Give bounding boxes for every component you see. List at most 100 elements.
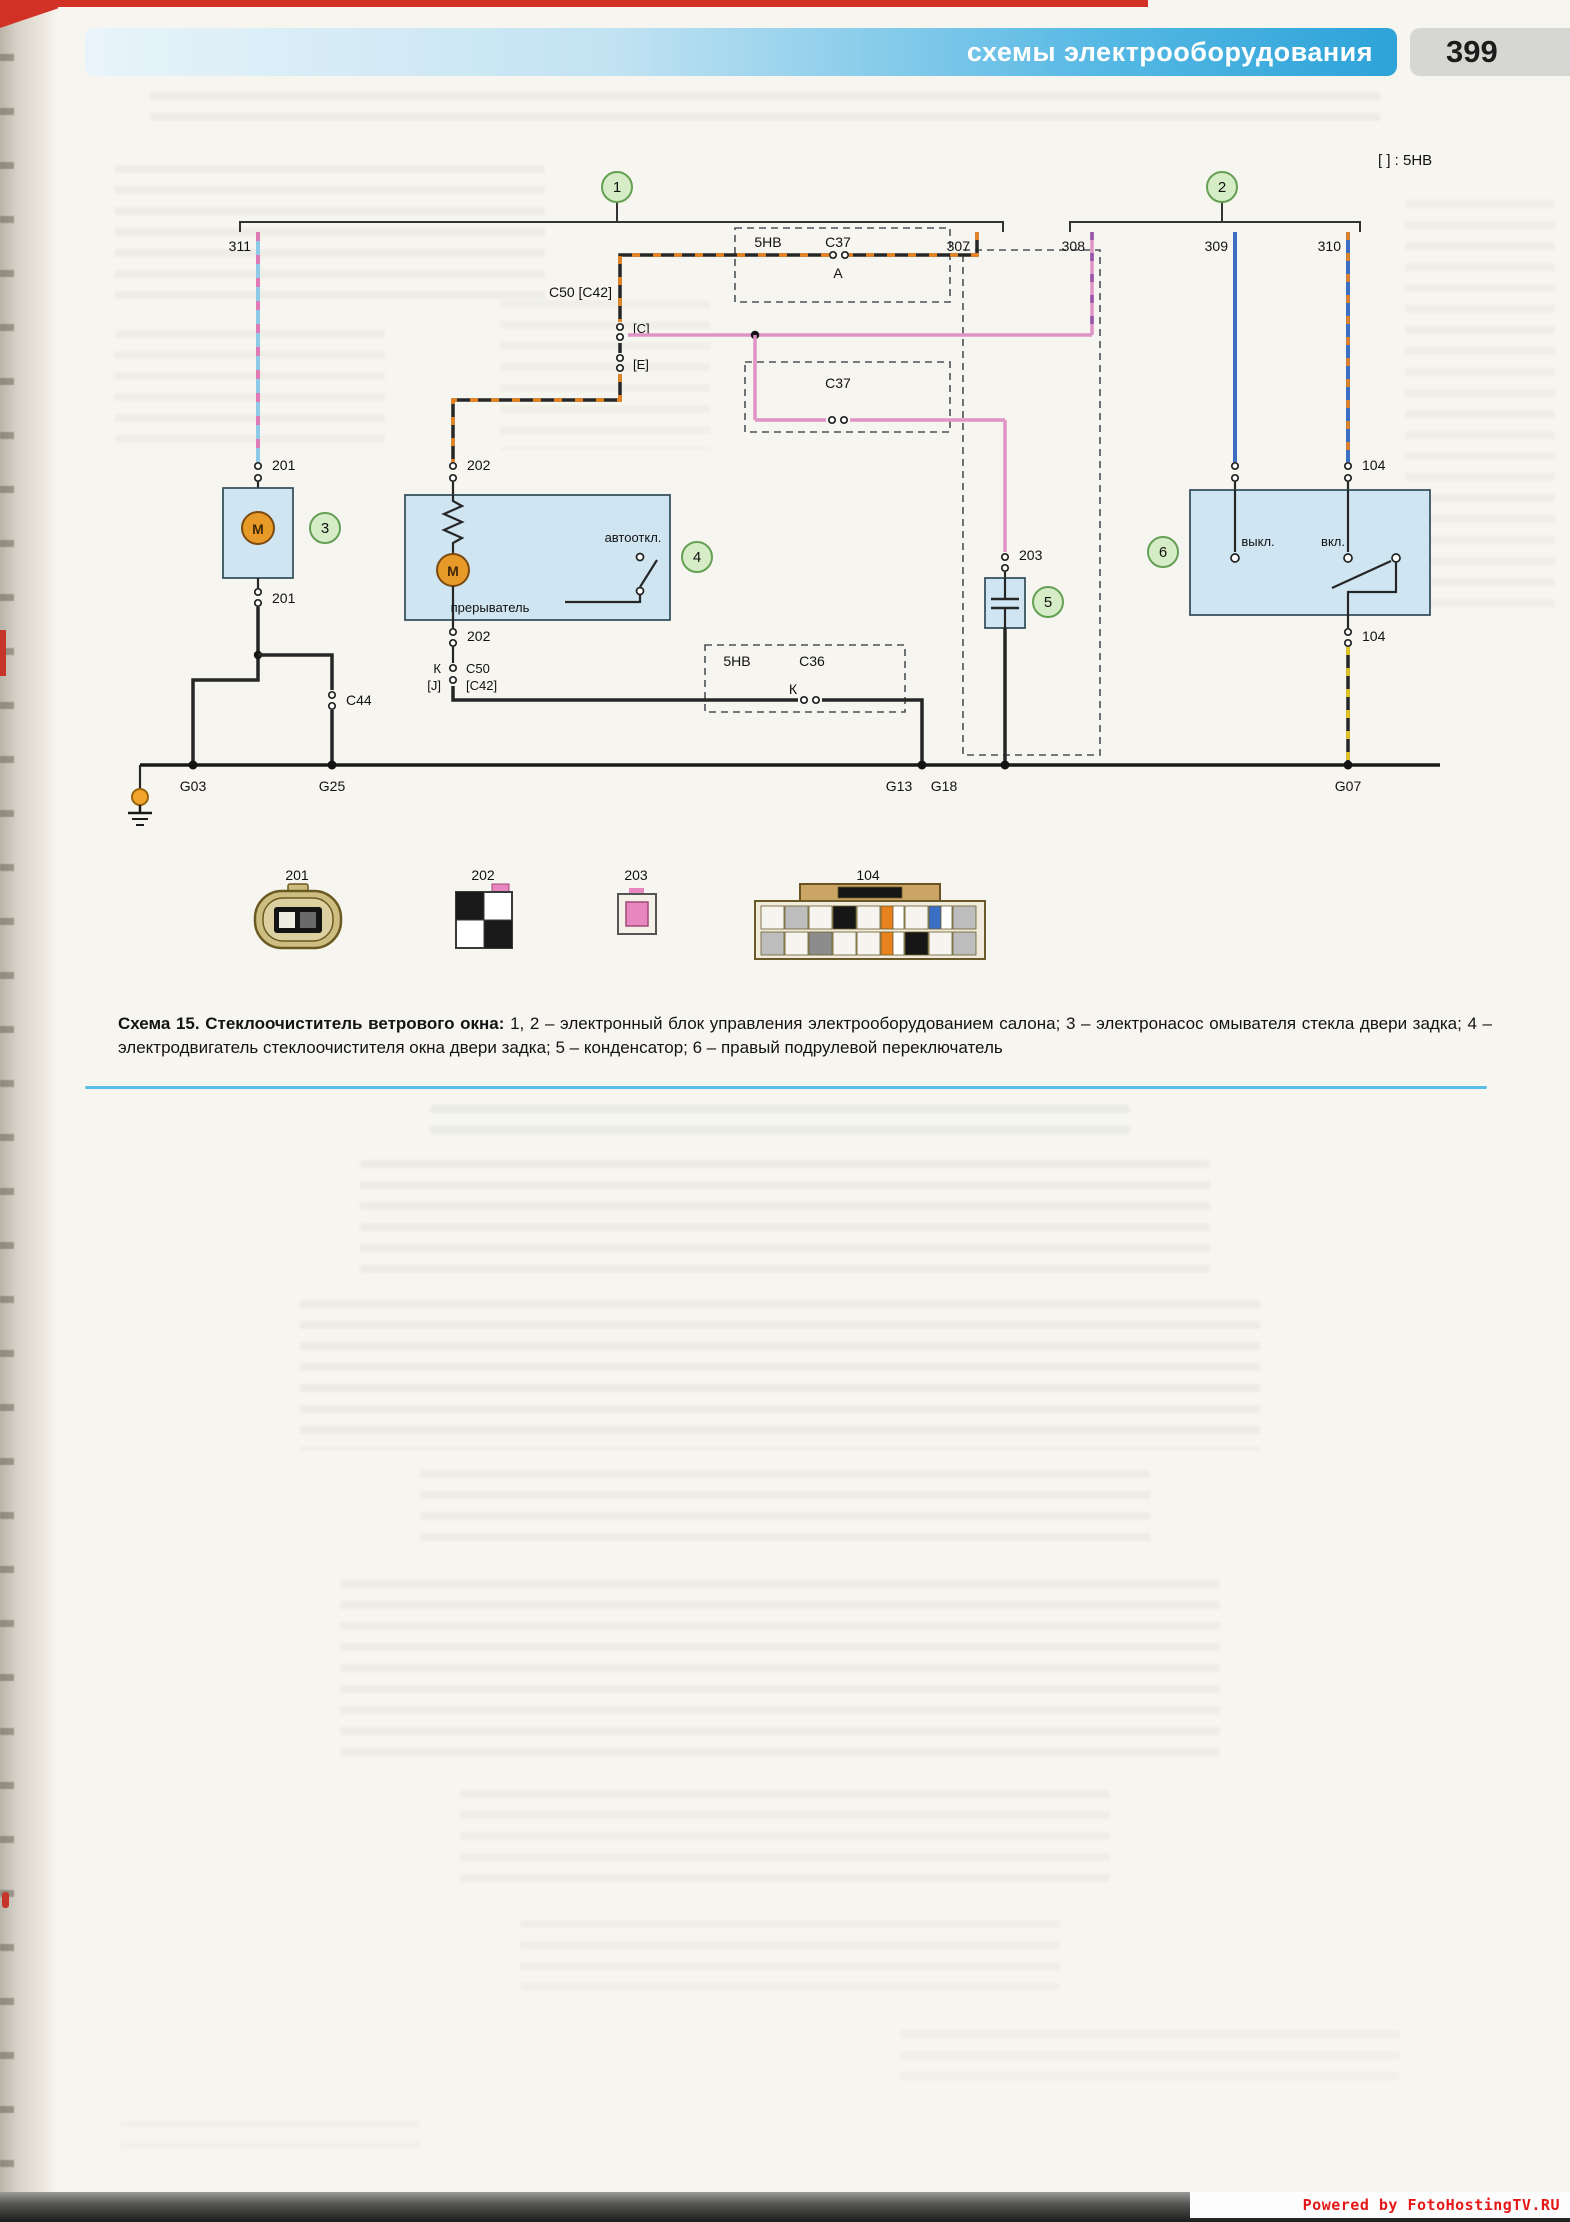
switch-lever — [639, 559, 658, 588]
ground-g25: G25 — [319, 778, 346, 794]
bleedthrough-text — [500, 300, 710, 450]
pin-k-c50: К — [433, 661, 441, 676]
unit4-badge — [681, 541, 713, 573]
dashed-connector-boxes — [704, 227, 1101, 756]
wire-307-c50: С50 [C42] [C] [E] — [451, 232, 979, 462]
ground-g07: G07 — [1335, 778, 1362, 794]
page-number: 399 — [1446, 34, 1498, 69]
terminal-311: 311 — [229, 238, 252, 254]
pin-203-label: 203 — [1019, 547, 1043, 563]
connector-c36: С36 — [799, 653, 825, 669]
bleedthrough-text — [340, 1580, 1220, 1760]
pin-a-label: А — [833, 265, 843, 281]
connector-c50-c42-label: С50 [C42] — [549, 284, 612, 300]
unit2-number: 2 — [1218, 179, 1226, 196]
dashed-unit-region — [962, 249, 1101, 756]
bleedthrough-text — [460, 1790, 1110, 1890]
connector-view-202-label: 202 — [471, 867, 495, 883]
bleedthrough-text — [520, 1920, 1060, 1990]
bleedthrough-text — [150, 92, 1380, 130]
unit6-badge — [1147, 536, 1179, 568]
wiper-motor: 202 М автооткл. прерыватель 202 К С50 [J… — [404, 457, 924, 765]
motor-letter: М — [447, 563, 459, 579]
ground-g13: G13 — [886, 778, 913, 794]
connector-views: 201 202 203 104 — [253, 867, 986, 960]
dashed-box-labels: 5НВ С37 А С37 5НВ С36 К — [723, 234, 851, 697]
switch-off-label: выкл. — [1241, 534, 1274, 549]
unit1-number: 1 — [613, 179, 621, 196]
caption-lead: Схема 15. Стеклоочиститель ветрового окн… — [118, 1014, 505, 1033]
terminal-308: 308 — [1062, 238, 1086, 254]
scan-red-mark — [0, 630, 6, 676]
connector-view-202 — [455, 883, 513, 949]
auto-off-label: автооткл. — [605, 530, 662, 545]
terminal-labels: 311 307 308 309 310 — [229, 238, 1342, 254]
section-header: схемы электрооборудования — [85, 28, 1397, 76]
connector-c50-bottom: С50 — [466, 661, 490, 676]
harness-5hb-top: 5НВ — [754, 234, 781, 250]
washer-pump: 201 М 201 С44 — [191, 457, 372, 765]
connector-c42-bottom: [C42] — [466, 678, 497, 693]
book-binding-edge — [0, 0, 58, 2222]
bleedthrough-text — [430, 1105, 1130, 1145]
unit2-bracket: 2 — [1069, 171, 1361, 232]
wiring-diagram: 1 2 311 307 308 309 310 — [128, 171, 1440, 960]
divider-rule — [85, 1086, 1487, 1089]
ground-terminal — [131, 788, 149, 806]
pink-harness-wires: 203 — [628, 232, 1094, 573]
connector-view-203 — [617, 888, 657, 935]
connector-view-104 — [754, 883, 986, 960]
section-title: схемы электрооборудования — [966, 36, 1373, 67]
bleedthrough-text — [420, 1470, 1150, 1550]
figure-caption: Схема 15. Стеклоочиститель ветрового окн… — [118, 1012, 1492, 1060]
resistor-symbol — [441, 495, 465, 554]
switch-on-label: вкл. — [1321, 534, 1345, 549]
terminal-307: 307 — [947, 238, 971, 254]
unit5-number: 5 — [1044, 594, 1052, 611]
bleedthrough-text — [115, 165, 545, 305]
steering-switch: 104 выкл. вкл. 104 — [1189, 457, 1431, 765]
dashed-box-c37-top — [734, 227, 951, 303]
motor-letter: М — [252, 521, 264, 537]
connector-view-203-label: 203 — [624, 867, 648, 883]
bleedthrough-text — [300, 1300, 1260, 1450]
bleedthrough-text — [900, 2030, 1400, 2080]
dashed-box-c37-mid — [744, 361, 951, 433]
ground-bus: G03 G25 G13 G18 G07 — [128, 760, 1440, 826]
connector-c37-top: С37 — [825, 234, 851, 250]
interrupter-label: прерыватель — [451, 600, 530, 615]
unit2-badge — [1206, 171, 1238, 203]
harness-5hb-c36: 5НВ — [723, 653, 750, 669]
unit5-badge — [1032, 586, 1064, 618]
binding-tick-marks — [0, 0, 14, 2222]
connector-view-104-label: 104 — [856, 867, 880, 883]
dashed-box-c36 — [704, 644, 906, 713]
pin-201-bottom: 201 — [272, 590, 296, 606]
unit6-number: 6 — [1159, 544, 1167, 561]
bleedthrough-text — [120, 2120, 420, 2150]
ground-g03: G03 — [180, 778, 207, 794]
watermark-box: Powered by FotoHostingTV.RU — [1190, 2192, 1570, 2218]
page-number-box: 399 — [1410, 28, 1570, 76]
connector-c44-label: С44 — [346, 692, 372, 708]
unit3-badge — [309, 512, 341, 544]
connector-c37-mid: С37 — [825, 375, 851, 391]
pin-202-bottom: 202 — [467, 628, 491, 644]
unit1-bracket: 1 — [239, 171, 1004, 232]
pin-e-label: [E] — [633, 357, 649, 372]
scan-red-strip-top — [0, 0, 1148, 7]
ground-g18: G18 — [931, 778, 958, 794]
pin-j-label: [J] — [427, 678, 441, 693]
bleedthrough-text — [115, 330, 385, 450]
pin-201-top: 201 — [272, 457, 296, 473]
pin-k-c36: К — [789, 681, 798, 697]
pin-c-label: [C] — [633, 321, 650, 336]
pin-104-bottom: 104 — [1362, 628, 1386, 644]
caption-body: 1, 2 – электронный блок управления элект… — [118, 1014, 1492, 1058]
pin-104-top: 104 — [1362, 457, 1386, 473]
switch-lever — [1331, 559, 1392, 590]
capacitor — [984, 572, 1026, 765]
motor-symbol — [241, 511, 275, 545]
watermark-text: Powered by FotoHostingTV.RU — [1302, 2196, 1560, 2214]
